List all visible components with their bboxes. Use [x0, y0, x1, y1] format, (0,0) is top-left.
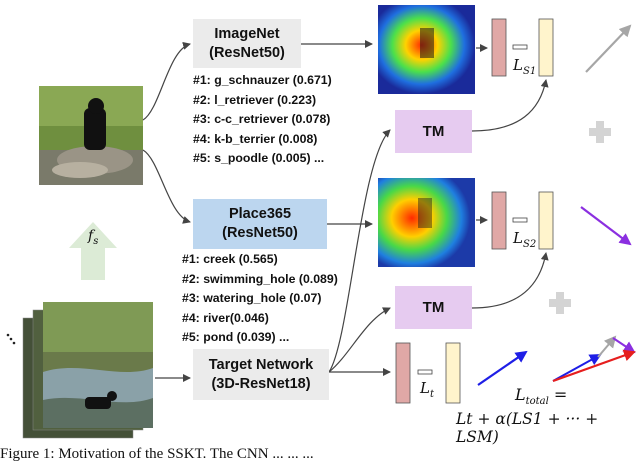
places-box: Place365 (ResNet50) — [193, 199, 327, 249]
tm2-to-ls2-arrow — [471, 252, 549, 309]
fs-label: fs — [88, 228, 99, 247]
source-image — [39, 86, 143, 185]
imagenet-heatmap — [378, 5, 475, 94]
purple-grad-arrow — [580, 206, 632, 246]
image-to-imagenet-arrow — [142, 42, 191, 121]
tm-label: TM — [422, 298, 445, 316]
imagenet-model: (ResNet50) — [209, 44, 285, 61]
target-model: (3D-ResNet18) — [211, 375, 311, 392]
imagenet-title: ImageNet — [214, 25, 280, 42]
ls1-minus — [512, 44, 528, 50]
places-title: Place365 — [228, 206, 292, 223]
sum-blue-arrow — [552, 354, 602, 382]
image-to-places-arrow — [142, 149, 191, 224]
figure-caption: Figure 1: Motivation of the SSKT. The CN… — [0, 446, 314, 462]
total-loss-line1: Ltotal = — [515, 385, 568, 407]
sum-gray-arrow — [597, 335, 617, 358]
ls2-label: LS2 — [513, 229, 537, 250]
ls1-label: LS1 — [513, 56, 537, 77]
video-frames — [6, 302, 153, 439]
prediction-item: #3: c-c_retriever (0.078) — [193, 112, 331, 127]
ls2-yellow-bar — [538, 191, 554, 250]
ls1-yellow-bar — [538, 18, 554, 77]
prediction-item: #2: swimming_hole (0.089) — [182, 271, 338, 286]
lt-yellow-bar — [445, 342, 461, 404]
total-loss-line2: Lt + α(LS1 + ··· + LSM) — [456, 410, 599, 446]
prediction-item: #4: river(0.046) — [182, 310, 269, 325]
blue-grad-arrow — [477, 350, 528, 386]
ls2-minus — [512, 217, 528, 223]
tm-label: TM — [422, 122, 445, 140]
target-to-tm2-arrow — [328, 307, 391, 373]
lt-minus — [417, 369, 433, 375]
prediction-item: #1: g_schnauzer (0.671) — [193, 73, 332, 87]
plus-icon — [549, 292, 571, 314]
imagenet-box: ImageNet (ResNet50) — [193, 19, 301, 68]
prediction-item: #4: k-b_terrier (0.008) — [193, 131, 318, 146]
places-heatmap — [378, 178, 475, 267]
target-title: Target Network — [208, 356, 314, 373]
sum-red-arrow — [552, 349, 636, 383]
prediction-item: #5: pond (0.039) ... — [182, 330, 290, 345]
imagenet-predictions: #1: g_schnauzer (0.671) #2: l_retriever … — [193, 71, 332, 169]
prediction-item: #1: creek (0.565) — [182, 252, 278, 266]
fs-up-arrow — [69, 222, 117, 280]
gray-grad-arrow — [585, 24, 632, 73]
prediction-item: #5: s_poodle (0.005) ... — [193, 151, 325, 166]
places-model: (ResNet50) — [222, 225, 298, 241]
tm1-to-ls1-arrow — [471, 79, 549, 132]
prediction-item: #3: watering_hole (0.07) — [182, 291, 322, 306]
target-to-tm1-arrow — [328, 129, 391, 373]
tm-box-2: TM — [395, 286, 472, 329]
places-predictions: #1: creek (0.565) #2: swimming_hole (0.0… — [182, 250, 338, 348]
ls2-pink-bar — [491, 191, 507, 250]
target-network-box: Target Network (3D-ResNet18) — [193, 349, 329, 400]
sum-purple-arrow — [612, 337, 636, 354]
lt-pink-bar — [395, 342, 411, 404]
lt-label: Lt — [420, 379, 434, 400]
ls1-pink-bar — [491, 18, 507, 77]
tm-box-1: TM — [395, 110, 472, 153]
prediction-item: #2: l_retriever (0.223) — [193, 92, 317, 107]
plus-icon — [589, 121, 611, 143]
